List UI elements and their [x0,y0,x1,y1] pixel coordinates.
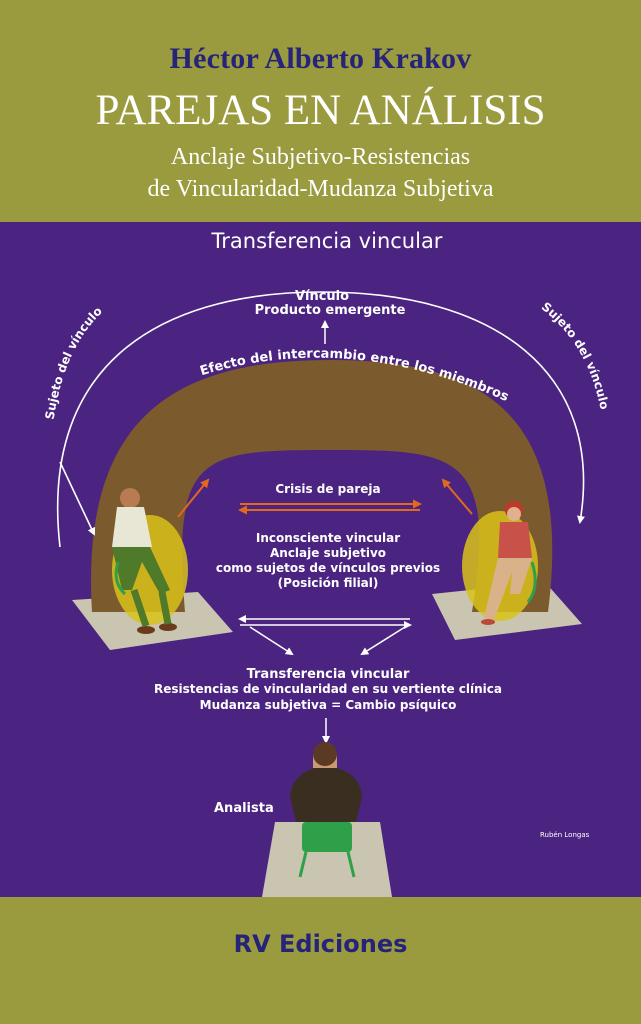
down-right-arrow [360,626,406,656]
sujeto-left-label: Sujeto del vínculo [43,304,105,421]
inconsciente-label: Inconsciente vincular [256,531,400,545]
bottom-band [0,897,641,1024]
como-sujetos-label: como sujetos de vínculos previos [216,561,440,575]
diagram-panel: Transferencia vincular Vínculo Producto … [0,222,641,897]
vinculo-label: Vínculo [295,289,349,304]
anclaje-label: Anclaje subjetivo [270,546,386,560]
subtitle-line-1: Anclaje Subjetivo-Resistencias [170,144,471,170]
diagram-svg: Transferencia vincular Vínculo Producto … [43,229,612,897]
right-diagonal-arrow [441,478,473,515]
publisher-name: RV Ediciones [233,930,408,958]
illustrator-credit: Rubén Longas [540,831,590,839]
subtitle-line-2: de Vincularidad-Mudanza Subjetiva [147,176,494,202]
book-title: PAREJAS EN ANÁLISIS [95,87,546,134]
posicion-label: (Posición filial) [278,576,379,590]
top-band [0,0,641,222]
transferencia-label: Transferencia vincular [247,667,410,682]
left-man-figure [112,488,177,634]
right-woman-figure [481,501,537,625]
sujeto-right-text: Sujeto del vínculo [539,299,612,410]
crisis-label: Crisis de pareja [275,482,380,496]
sujeto-left-text: Sujeto del vínculo [43,304,105,421]
analista-label: Analista [214,801,274,816]
left-diagonal-arrow [177,478,210,518]
left-down-arrow [59,461,96,536]
outer-arc-arrow [56,291,585,548]
mudanza-label: Mudanza subjetiva = Cambio psíquico [200,698,457,712]
producto-label: Producto emergente [255,303,406,318]
author-name: Héctor Alberto Krakov [169,42,472,75]
analista-floor-plate [262,822,392,897]
intercambio-arch [91,360,553,612]
sujeto-right-label: Sujeto del vínculo [539,299,612,410]
analista-figure [290,742,362,878]
down-left-arrow [249,626,294,656]
diagram-heading: Transferencia vincular [211,229,443,253]
resistencias-label: Resistencias de vincularidad en su verti… [154,682,502,696]
